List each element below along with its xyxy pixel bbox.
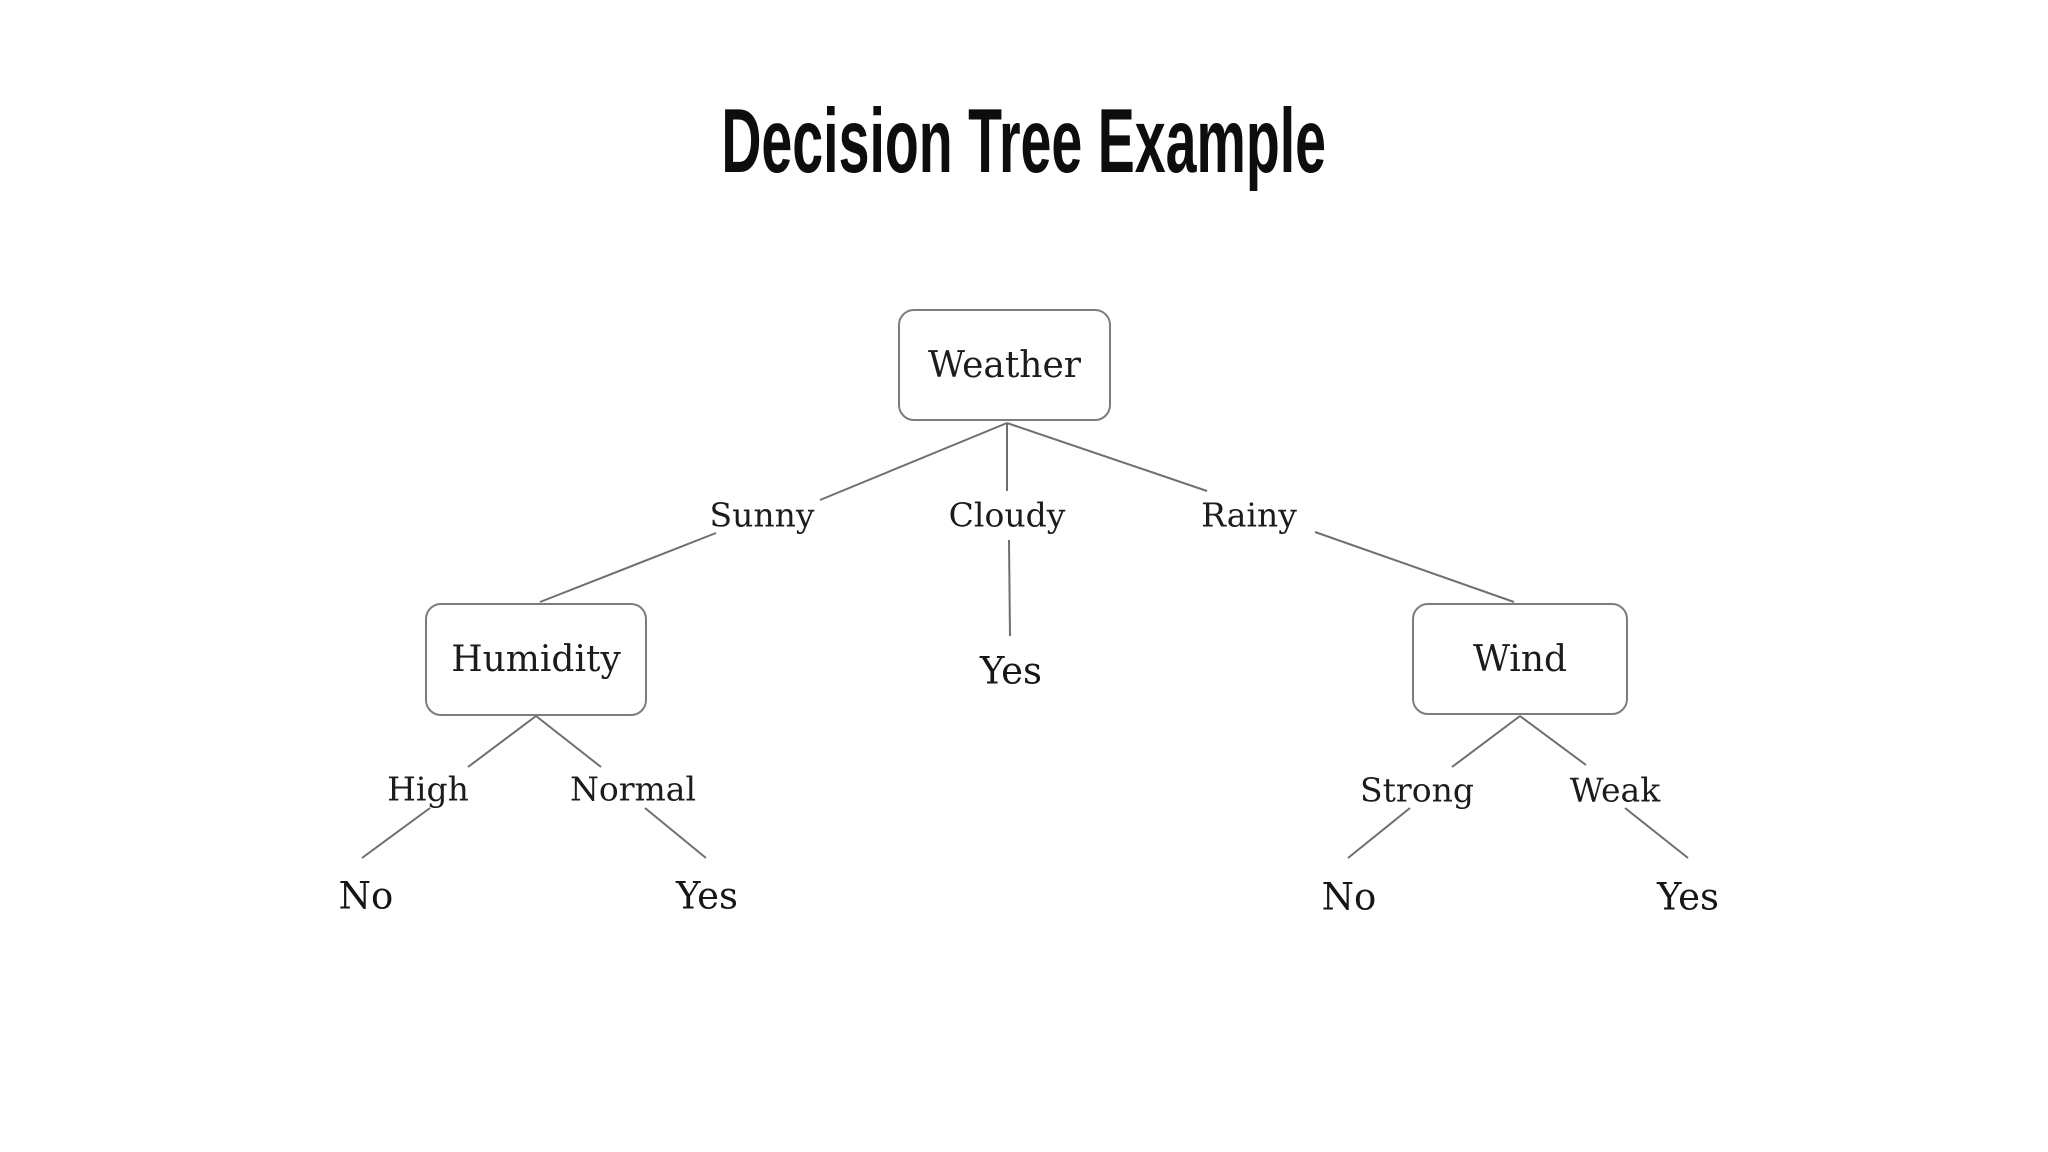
- edge-cloudy-yes: [1008, 539, 1011, 637]
- edge-label-high: High: [387, 769, 469, 809]
- leaf-no-high: No: [338, 874, 394, 918]
- node-humidity-label: Humidity: [451, 639, 621, 680]
- leaf-yes-cloudy: Yes: [979, 649, 1043, 693]
- edge-sunny-humidity: [539, 532, 717, 603]
- edge-label-normal: Normal: [569, 769, 697, 809]
- node-weather: Weather: [898, 309, 1111, 421]
- edge-label-rainy: Rainy: [1201, 495, 1297, 535]
- edge-high-no: [361, 807, 431, 859]
- leaf-yes-weak: Yes: [1656, 875, 1720, 919]
- edge-rainy-wind: [1314, 531, 1515, 603]
- page-title: Decision Tree Example: [721, 91, 1327, 192]
- edge-weather-sunny-upper: [819, 422, 1008, 501]
- edge-weak-yes: [1624, 807, 1689, 859]
- edge-normal-yes: [644, 807, 707, 859]
- edge-strong-no: [1347, 807, 1411, 859]
- node-humidity: Humidity: [425, 603, 647, 716]
- node-wind: Wind: [1412, 603, 1628, 715]
- edge-label-cloudy: Cloudy: [948, 495, 1066, 535]
- edge-humidity-high-upper: [467, 715, 537, 768]
- edge-label-sunny: Sunny: [709, 495, 815, 535]
- edge-weather-rainy-upper: [1006, 422, 1208, 492]
- edge-wind-weak-upper: [1519, 715, 1587, 766]
- edge-wind-strong-upper: [1451, 715, 1521, 768]
- page-title-row: Decision Tree Example: [0, 96, 2048, 187]
- edge-humidity-normal-upper: [535, 715, 602, 768]
- edge-label-strong: Strong: [1360, 770, 1474, 810]
- node-wind-label: Wind: [1472, 638, 1568, 680]
- edge-label-weak: Weak: [1569, 770, 1661, 810]
- node-weather-label: Weather: [928, 344, 1081, 386]
- leaf-no-strong: No: [1321, 875, 1377, 919]
- leaf-yes-normal: Yes: [675, 874, 739, 918]
